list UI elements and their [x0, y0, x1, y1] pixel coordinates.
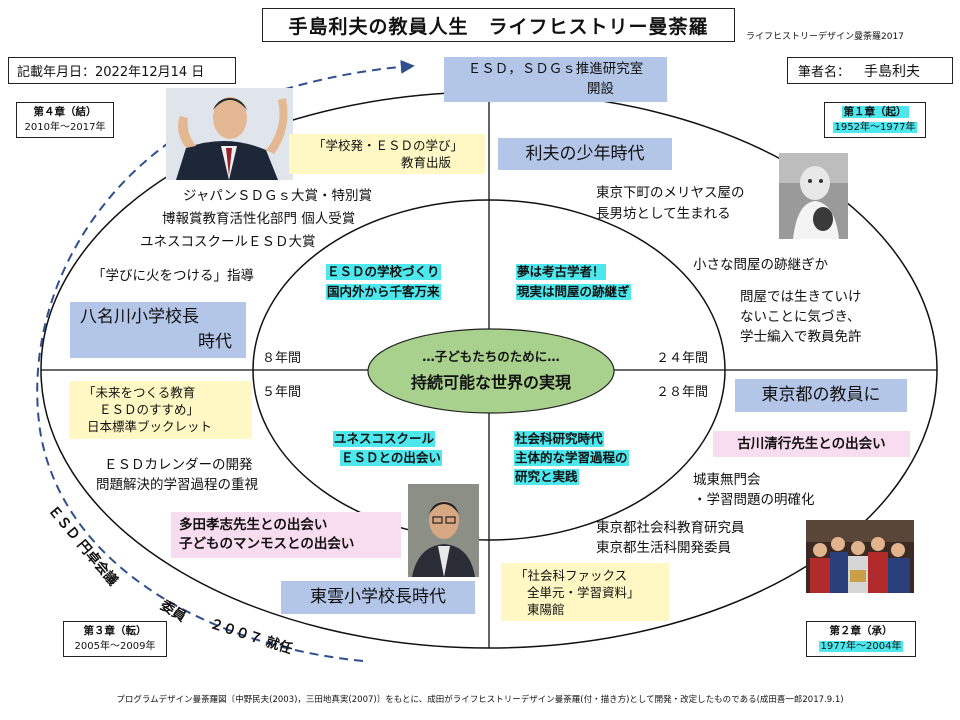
center-theme: …子どもたちのために… 持続可能な世界の実現: [367, 327, 615, 415]
q1-birth-2: 長男坊として生まれる: [596, 206, 731, 222]
q4-book-line2: 教育出版: [401, 155, 452, 170]
q1-license-3: 学士編入で教員免許: [740, 329, 862, 345]
center-line1: …子どもたちのために…: [422, 349, 560, 364]
chapter2-box: 第２章（承） 1977年～2004年: [806, 621, 916, 657]
chapter1-period: 1952年～1977年: [832, 122, 918, 133]
q1-inner-line1: 夢は考古学者！: [516, 264, 606, 280]
chapter1-box: 第１章（起） 1952年～1977年: [824, 102, 926, 138]
q3-calendar-1: ＥＳＤカレンダーの開発: [104, 457, 253, 473]
q1-birth-1: 東京下町のメリヤス屋の: [596, 185, 745, 201]
q4-principal-line1: 八名川小学校長: [80, 307, 199, 327]
author-box: 筆者名： 手島利夫: [787, 57, 953, 84]
q3-book-line1: 「未来をつくる教育: [83, 385, 196, 400]
q3-book-line3: 日本標準ブックレット: [87, 419, 213, 434]
footer-note: プログラムデザイン曼荼羅図〔中野民夫(2003)，三田地真実(2007)〕をもと…: [116, 695, 844, 705]
center-line2: 持続可能な世界の実現: [410, 373, 571, 392]
chapter3-label: 第３章（転）: [83, 625, 147, 637]
q1-license-2: ないことに気づき、: [740, 309, 861, 325]
q4-principal-line2: 時代: [198, 332, 232, 352]
esd-lab-line2: 開設: [587, 81, 614, 97]
q4-inner-line2: 国内外から千客万来: [326, 284, 441, 300]
author-label: 筆者名：: [798, 65, 851, 80]
esd-lab-box: ＥＳＤ，ＳＤＧｓ推進研究室 開設: [444, 57, 667, 102]
q3-inner-line1: ユネスコスクール: [333, 431, 436, 447]
chapter4-box: 第４章（結） 2010年～2017年: [16, 102, 114, 138]
q3-calendar-2: 問題解決的学習過程の重視: [96, 477, 258, 493]
q4-book-line1: 「学校発・ＥＳＤの学び」: [313, 138, 464, 153]
q3-meet-box: 多田孝志先生との出会い 子どものマンモスとの出会い: [171, 512, 401, 558]
q1-heir: 小さな問屋の跡継ぎか: [693, 257, 828, 273]
q2-inner-3: 研究と実践: [514, 469, 579, 485]
q2-book-line1: 「社会科ファックス: [515, 568, 628, 583]
chapter4-period: 2010年～2017年: [24, 122, 106, 133]
q2-committee-2: 東京都生活科開発委員: [596, 540, 731, 556]
q2-joto-1: 城東無門会: [693, 472, 761, 488]
chapter1-label: 第１章（起）: [841, 106, 909, 118]
q4-book-box: 「学校発・ＥＳＤの学び」 教育出版: [289, 134, 485, 174]
q1-inner-line2: 現実は問屋の跡継ぎ: [516, 284, 631, 300]
photo-classroom: [806, 520, 914, 593]
years-br: ２８年間: [656, 385, 709, 400]
q2-heading: 東京都の教員に: [735, 379, 907, 412]
q2-book-box: 「社会科ファックス 全単元・学習資料」 東陽館: [501, 563, 669, 621]
q3-principal: 東雲小学校長時代: [281, 581, 475, 614]
author-name: 手島利夫: [864, 63, 921, 80]
q1-license-1: 問屋では生きていけ: [740, 289, 862, 305]
subbrand-label: ライフヒストリーデザイン曼荼羅2017: [746, 32, 904, 42]
q2-book-line3: 東陽館: [527, 602, 565, 617]
esd-lab-line1: ＥＳＤ，ＳＤＧｓ推進研究室: [467, 61, 644, 77]
page-title: 手島利夫の教員人生 ライフヒストリー曼荼羅: [262, 8, 735, 42]
chapter2-period: 1977年～2004年: [818, 641, 904, 652]
years-tr: ２４年間: [656, 351, 709, 366]
photo-teshima-2010s: [166, 88, 293, 180]
photo-childhood: [779, 153, 848, 239]
q2-book-line2: 全単元・学習資料」: [527, 585, 640, 600]
chapter3-period: 2005年～2009年: [74, 641, 156, 652]
q4-slogan: 「学びに火をつける」指導: [92, 268, 254, 284]
center-oval-shape: [367, 328, 615, 414]
q4-principal-box: 八名川小学校長 時代: [70, 302, 246, 358]
q2-inner-1: 社会科研究時代: [514, 431, 604, 447]
q2-joto-2: ・学習問題の明確化: [693, 492, 815, 508]
career-arc-arrow: [36, 59, 415, 662]
chapter2-label: 第２章（承）: [829, 625, 893, 637]
q4-award-3: ユネスコスクールＥＳＤ大賞: [140, 234, 316, 250]
date-box: 記載年月日：2022年12月14 日: [8, 57, 236, 84]
q4-inner-line1: ＥＳＤの学校づくり: [326, 264, 441, 280]
q3-inner-line2: ＥＳＤとの出会い: [340, 450, 442, 466]
q2-inner-2: 主体的な学習過程の: [514, 450, 629, 466]
q3-book-line2: ＥＳＤのすすめ」: [99, 402, 200, 417]
chapter4-label: 第４章（結）: [33, 106, 97, 118]
q4-award-1: ジャパンＳＤＧｓ大賞・特別賞: [183, 188, 372, 204]
q4-award-2: 博報賞教育活性化部門 個人受賞: [162, 211, 356, 227]
years-bl: ５年間: [262, 385, 302, 400]
q3-meet-line1: 多田孝志先生との出会い: [179, 517, 328, 533]
q3-meet-line2: 子どものマンモスとの出会い: [179, 536, 355, 552]
years-tl: ８年間: [262, 351, 302, 366]
q1-heading: 利夫の少年時代: [498, 138, 672, 170]
photo-teshima-2000s: [408, 484, 479, 577]
q2-meet: 古川清行先生との出会い: [713, 431, 910, 457]
q2-committee-1: 東京都社会科教育研究員: [596, 520, 745, 536]
chapter3-box: 第３章（転） 2005年～2009年: [63, 621, 167, 657]
q3-book-box: 「未来をつくる教育 ＥＳＤのすすめ」 日本標準ブックレット: [69, 381, 252, 439]
